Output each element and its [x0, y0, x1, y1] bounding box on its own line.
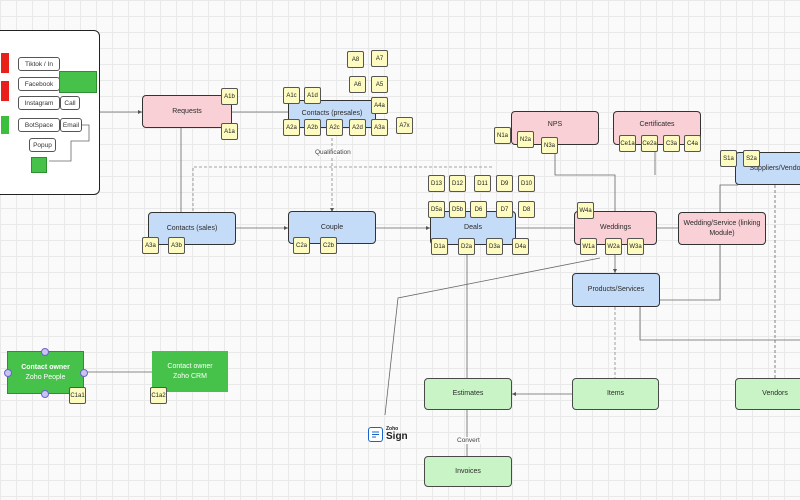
connector-sign [384, 257, 601, 416]
note-W3a[interactable]: W3a [627, 238, 644, 255]
zoho-sign-product: Sign [386, 431, 408, 442]
wedding-service-box[interactable]: Wedding/Service (linking Module) [678, 212, 766, 245]
channel-facebook[interactable]: Facebook [18, 77, 60, 91]
channel-instagram[interactable]: Instagram [18, 96, 60, 110]
note-D12[interactable]: D12 [449, 175, 466, 192]
note-A1b[interactable]: A1b [221, 88, 238, 105]
sticky-note[interactable] [59, 71, 97, 93]
note-C4a[interactable]: C4a [684, 135, 701, 152]
resize-handle[interactable] [41, 390, 49, 398]
lead-sources-frame[interactable]: d Tiktok / In Facebook Instagram Call Bo… [0, 30, 100, 195]
note-A7[interactable]: A7 [371, 50, 388, 67]
estimates-box[interactable]: Estimates [424, 378, 512, 410]
owner-crm-sub: Zoho CRM [173, 372, 207, 380]
note-A1c[interactable]: A1c [283, 87, 300, 104]
note-A8[interactable]: A8 [347, 51, 364, 68]
note-D11[interactable]: D11 [474, 175, 491, 192]
note-A3b[interactable]: A3b [168, 237, 185, 254]
red-marker [1, 53, 9, 73]
zoho-sign-icon [368, 427, 383, 442]
channel-call[interactable]: Call [60, 96, 80, 110]
note-C2a[interactable]: C2a [293, 237, 310, 254]
red-marker [1, 81, 9, 101]
note-A1d[interactable]: A1d [304, 87, 321, 104]
note-S1a[interactable]: S1a [720, 150, 737, 167]
note-A3a-sales[interactable]: A3a [142, 237, 159, 254]
note-A6[interactable]: A6 [349, 76, 366, 93]
green-marker [1, 116, 9, 134]
note-Ce2a[interactable]: Ce2a [641, 135, 658, 152]
owner-crm-title: Contact owner [167, 362, 213, 370]
note-D5b[interactable]: D5b [449, 201, 466, 218]
note-A2c[interactable]: A2c [326, 119, 343, 136]
channel-popup[interactable]: Popup [29, 138, 56, 152]
note-W4a[interactable]: W4a [577, 202, 594, 219]
note-N3a[interactable]: N3a [541, 137, 558, 154]
connector-qualification-loop [192, 166, 492, 212]
note-N1a[interactable]: N1a [494, 127, 511, 144]
note-A2b[interactable]: A2b [304, 119, 321, 136]
convert-label: Convert [456, 437, 481, 444]
note-A2d[interactable]: A2d [349, 119, 366, 136]
zoho-sign-logo: Zoho Sign [368, 427, 408, 442]
zoho-sign-brand: Zoho [386, 426, 399, 432]
contact-owner-crm-card[interactable]: Contact owner Zoho CRM [152, 351, 228, 392]
connector-service-products [660, 245, 721, 301]
resize-handle[interactable] [80, 369, 88, 377]
note-C3a[interactable]: C3a [663, 135, 680, 152]
note-W2a[interactable]: W2a [605, 238, 622, 255]
note-D10[interactable]: D10 [518, 175, 535, 192]
note-D6[interactable]: D6 [470, 201, 487, 218]
note-D7[interactable]: D7 [496, 201, 513, 218]
note-D4a[interactable]: D4a [512, 238, 529, 255]
note-A5[interactable]: A5 [371, 76, 388, 93]
requests-box[interactable]: Requests [142, 95, 232, 128]
sticky-note[interactable] [31, 157, 47, 173]
note-A1a[interactable]: A1a [221, 123, 238, 140]
note-D3a[interactable]: D3a [486, 238, 503, 255]
products-services-box[interactable]: Products/Services [572, 273, 660, 307]
connector-nps-weddings [554, 145, 616, 212]
channel-email[interactable]: Email [60, 118, 82, 132]
connector-products-vendors [639, 307, 800, 341]
note-C1a1[interactable]: C1a1 [69, 387, 86, 404]
note-D9[interactable]: D9 [496, 175, 513, 192]
note-D5a[interactable]: D5a [428, 201, 445, 218]
qualification-label: Qualification [314, 149, 352, 156]
note-D8[interactable]: D8 [518, 201, 535, 218]
channel-tiktok[interactable]: Tiktok / In [18, 57, 60, 71]
note-Ce1a[interactable]: Ce1a [619, 135, 636, 152]
frame-connectors [49, 124, 90, 162]
contacts-sales-box[interactable]: Contacts (sales) [148, 212, 236, 245]
channel-botspace[interactable]: BotSpace [18, 118, 60, 132]
note-D2a[interactable]: D2a [458, 238, 475, 255]
note-S2a[interactable]: S2a [743, 150, 760, 167]
resize-handle[interactable] [41, 348, 49, 356]
note-D1a[interactable]: D1a [431, 238, 448, 255]
invoices-box[interactable]: Invoices [424, 456, 512, 487]
owner-people-title: Contact owner [21, 363, 70, 371]
owner-people-sub: Zoho People [25, 373, 66, 381]
note-A2a[interactable]: A2a [283, 119, 300, 136]
note-W1a[interactable]: W1a [580, 238, 597, 255]
note-A7x[interactable]: A7x [396, 117, 413, 134]
note-D13[interactable]: D13 [428, 175, 445, 192]
note-C1a2[interactable]: C1a2 [150, 387, 167, 404]
note-A3a-presales[interactable]: A3a [371, 119, 388, 136]
connector-suppliers-service [719, 184, 738, 212]
vendors-box[interactable]: Vendors [735, 378, 800, 410]
items-box[interactable]: Items [572, 378, 659, 410]
note-C2b[interactable]: C2b [320, 237, 337, 254]
resize-handle[interactable] [4, 369, 12, 377]
note-N2a[interactable]: N2a [517, 131, 534, 148]
note-A4a[interactable]: A4a [371, 97, 388, 114]
